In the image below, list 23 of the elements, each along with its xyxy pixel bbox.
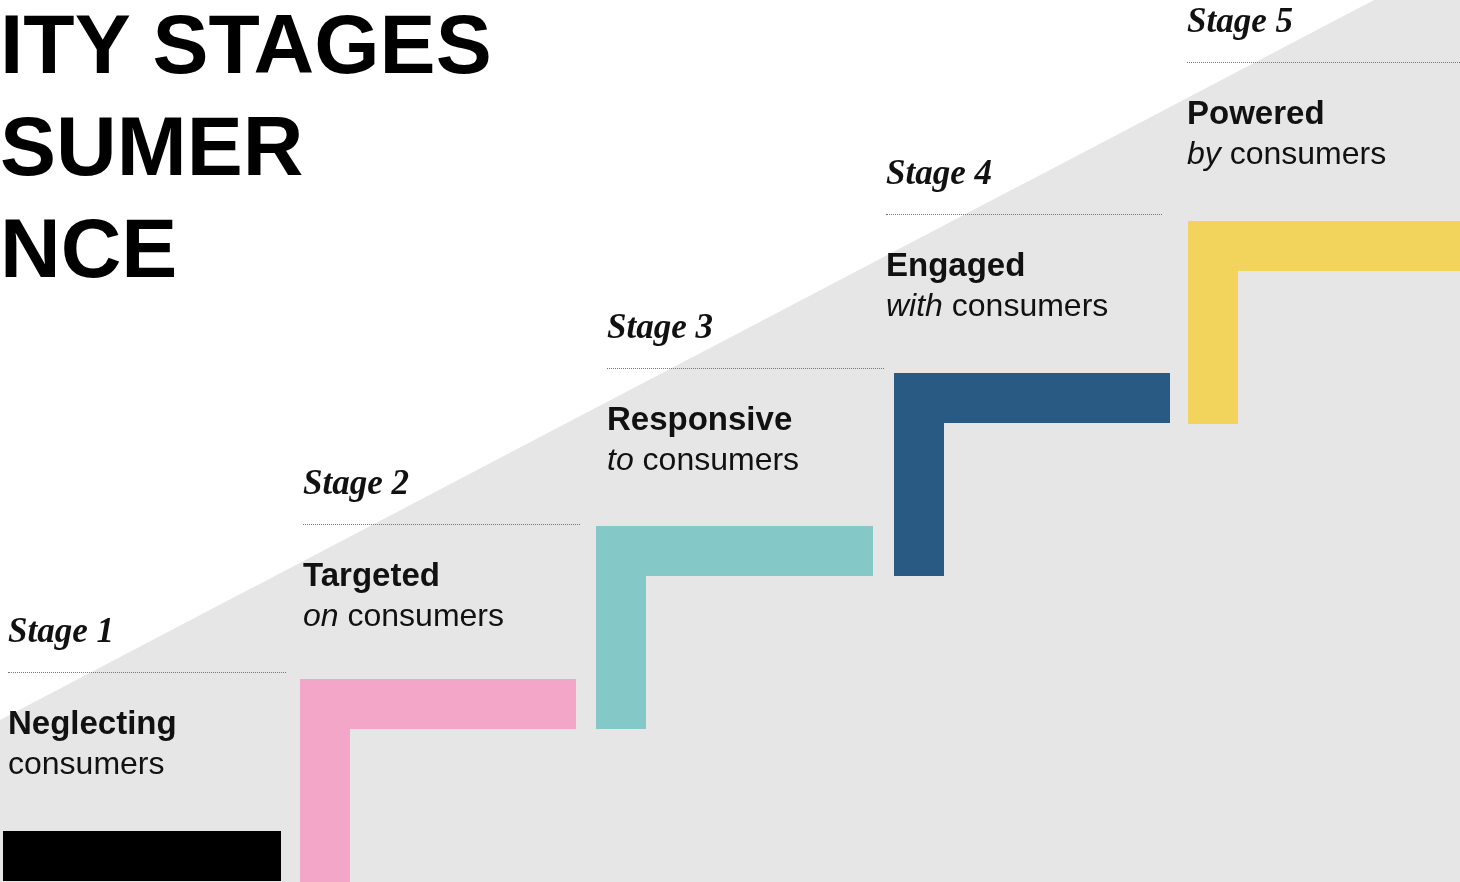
step-shape	[894, 373, 1170, 576]
title-text: ITY STAGES	[0, 2, 492, 86]
stage-heading: Neglecting	[8, 703, 178, 743]
stage-heading: Powered	[1187, 93, 1326, 133]
step-bar	[3, 831, 281, 881]
stage-description: on consumers	[303, 596, 505, 635]
title-text: SUMER	[0, 104, 304, 188]
stage-heading: Targeted	[303, 555, 441, 595]
step-shape	[1188, 221, 1460, 424]
step-shape	[596, 526, 873, 729]
stage-heading: Responsive	[607, 399, 794, 439]
stage-label: Stage 1	[8, 610, 115, 652]
step-shape	[300, 679, 576, 882]
stage-heading: Engaged	[886, 245, 1027, 285]
stage-description: to consumers	[607, 440, 801, 479]
stage-label: Stage 3	[607, 306, 714, 348]
stage-label: Stage 2	[303, 462, 410, 504]
stage-label: Stage 4	[886, 152, 993, 194]
title-text: NCE	[0, 206, 178, 290]
stage-description: by consumers	[1187, 134, 1388, 173]
stage-description: with consumers	[886, 286, 1110, 325]
stage-description: consumers	[8, 744, 166, 783]
stage-label: Stage 5	[1187, 0, 1294, 42]
